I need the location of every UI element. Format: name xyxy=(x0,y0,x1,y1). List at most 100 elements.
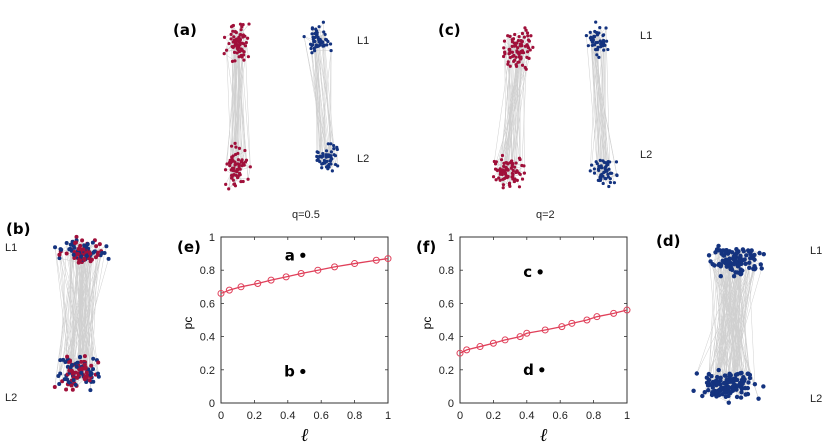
node xyxy=(326,153,330,157)
data-point xyxy=(282,273,290,281)
node xyxy=(744,253,749,258)
y-tick-label: 1 xyxy=(448,232,454,244)
node xyxy=(229,173,234,178)
node xyxy=(524,67,528,71)
node xyxy=(83,366,88,371)
node xyxy=(525,43,529,47)
node xyxy=(234,145,238,149)
node xyxy=(584,33,588,38)
node xyxy=(246,36,250,40)
node xyxy=(328,42,333,46)
node xyxy=(596,45,600,49)
node xyxy=(716,248,722,253)
node xyxy=(222,52,226,56)
node xyxy=(517,185,522,189)
node xyxy=(504,168,508,172)
node xyxy=(716,367,721,373)
y-tick-label: 0.6 xyxy=(439,298,454,310)
data-point xyxy=(489,339,497,347)
data-point xyxy=(297,270,305,278)
node xyxy=(748,255,753,261)
node xyxy=(233,160,237,164)
node xyxy=(322,158,327,163)
node xyxy=(727,374,732,379)
data-point xyxy=(225,286,233,294)
node xyxy=(501,170,506,174)
node xyxy=(70,387,75,392)
node xyxy=(501,186,505,190)
node xyxy=(734,377,740,383)
y-tick-label: 0 xyxy=(209,398,215,410)
data-point xyxy=(501,336,509,344)
node xyxy=(602,160,606,164)
node xyxy=(238,39,242,44)
node xyxy=(731,261,737,267)
network xyxy=(691,243,766,405)
node xyxy=(513,58,517,62)
node xyxy=(608,177,612,181)
node xyxy=(592,167,596,171)
node xyxy=(239,28,243,32)
node xyxy=(237,36,241,40)
node xyxy=(81,247,86,252)
node xyxy=(326,142,330,146)
node xyxy=(57,252,62,257)
node xyxy=(715,374,720,380)
node xyxy=(710,391,715,397)
data-point xyxy=(541,326,549,334)
node xyxy=(592,171,597,175)
node xyxy=(745,391,751,397)
node xyxy=(727,264,733,270)
annotation-label: c xyxy=(523,263,532,281)
node xyxy=(602,48,606,52)
node xyxy=(512,179,517,184)
node xyxy=(310,26,315,30)
node xyxy=(598,158,602,162)
node xyxy=(240,55,244,59)
node xyxy=(718,273,723,279)
node xyxy=(588,30,592,34)
node xyxy=(223,168,228,172)
node xyxy=(497,176,501,180)
node xyxy=(514,63,518,67)
node xyxy=(592,34,596,38)
node xyxy=(229,32,233,36)
node xyxy=(491,175,496,179)
node xyxy=(738,395,744,400)
annotation-point xyxy=(537,269,543,275)
node xyxy=(601,181,605,186)
node xyxy=(66,380,71,385)
node xyxy=(607,184,611,189)
node xyxy=(227,187,231,191)
node xyxy=(506,162,510,166)
x-tick-label: 0.6 xyxy=(314,410,329,422)
node xyxy=(243,34,247,38)
node xyxy=(747,265,752,270)
data-point xyxy=(384,255,392,263)
node xyxy=(58,358,63,363)
node xyxy=(731,274,737,279)
data-point xyxy=(372,256,380,264)
layer-label-b-l1: L1 xyxy=(5,242,17,254)
node xyxy=(525,50,530,54)
node xyxy=(516,38,520,43)
node xyxy=(515,178,519,182)
node xyxy=(83,376,88,381)
data-point xyxy=(314,266,322,274)
node xyxy=(324,149,329,153)
node xyxy=(69,368,74,373)
data-point xyxy=(351,260,359,268)
node xyxy=(723,373,728,378)
data-point xyxy=(217,289,225,297)
data-point xyxy=(593,313,601,321)
node xyxy=(735,372,740,377)
node xyxy=(82,354,87,359)
node xyxy=(758,262,763,267)
node xyxy=(725,259,731,265)
node xyxy=(230,166,235,170)
node xyxy=(739,386,745,392)
node xyxy=(231,45,235,49)
node xyxy=(599,176,603,180)
node xyxy=(236,151,240,156)
layer-label-a-l2: L2 xyxy=(357,153,369,165)
